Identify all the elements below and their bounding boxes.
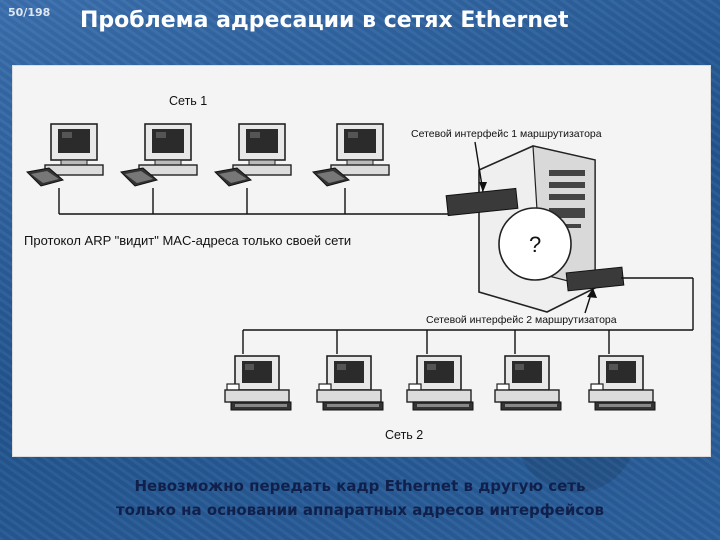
network-diagram: Сеть 1 ? Се xyxy=(24,94,694,442)
net1-drops xyxy=(58,188,346,214)
router-icon: ? xyxy=(445,145,625,313)
pc-icon xyxy=(406,355,474,411)
net1-label: Сеть 1 xyxy=(169,94,207,108)
router-if1-label: Сетевой интерфейс 1 маршрутизатора xyxy=(411,128,602,140)
diagram-panel: Сеть 1 ? Се xyxy=(13,66,710,456)
net2-drops xyxy=(242,330,610,354)
pc-icon xyxy=(120,123,198,187)
footer-line-1: Невозможно передать кадр Ethernet в друг… xyxy=(134,477,586,495)
net2-label: Сеть 2 xyxy=(385,428,423,442)
footer-caption: Невозможно передать кадр Ethernet в друг… xyxy=(40,474,680,522)
arp-note: Протокол ARP "видит" MAC-адреса только с… xyxy=(24,233,351,248)
slide-title: Проблема адресации в сетях Ethernet xyxy=(80,8,569,33)
footer-line-2: только на основании аппаратных адресов и… xyxy=(115,501,605,519)
question-mark: ? xyxy=(529,232,541,257)
pc-icon xyxy=(494,355,562,411)
question-circle xyxy=(498,207,572,281)
pc-icon xyxy=(214,123,292,187)
pc-icon xyxy=(588,355,656,411)
page-number: 50/198 xyxy=(8,6,51,19)
router-if2-label: Сетевой интерфейс 2 маршрутизатора xyxy=(426,314,617,326)
pc-icon xyxy=(26,123,104,187)
pc-icon xyxy=(312,123,390,187)
pc-icon xyxy=(224,355,292,411)
pc-icon xyxy=(316,355,384,411)
